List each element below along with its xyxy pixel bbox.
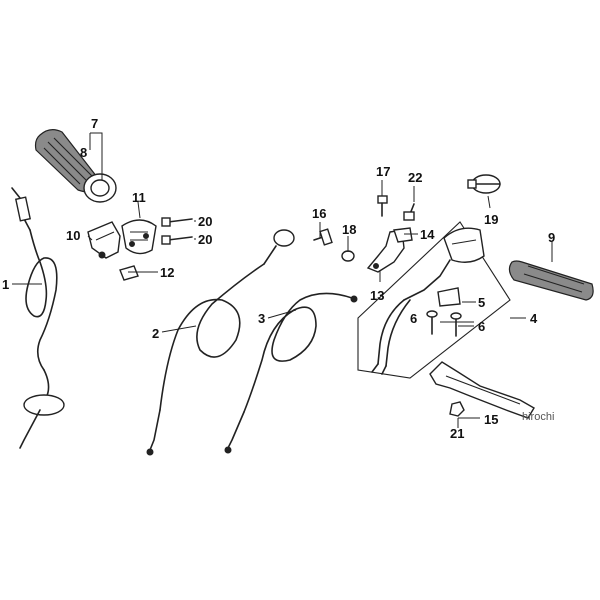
callout-20b: 20: [198, 232, 212, 247]
bolt-17: [377, 195, 388, 217]
callout-18: 18: [342, 222, 356, 237]
callout-22: 22: [408, 170, 422, 185]
leader-lines: [12, 180, 553, 428]
callout-6a: 6: [410, 311, 417, 326]
clamp-14: [393, 227, 413, 243]
throttle-housing-lower: [121, 219, 157, 255]
callout-7-leader: [89, 132, 103, 180]
callout-4: 4: [530, 311, 538, 326]
throttle-grip: [34, 129, 117, 203]
callout-15: 15: [484, 412, 498, 427]
callout-12: 12: [160, 265, 174, 280]
callout-1: 1: [2, 277, 9, 292]
nut-21: [449, 401, 465, 417]
cable-guide-12: [119, 265, 139, 281]
band-19: [467, 174, 501, 194]
callout-8: 8: [80, 145, 87, 160]
callout-6b: 6: [478, 319, 485, 334]
watermark: hirochi: [522, 411, 554, 423]
lever-15: [429, 361, 535, 419]
grip-9: [508, 260, 594, 301]
callout-11: 11: [132, 190, 146, 205]
callout-14: 14: [420, 227, 435, 242]
callout-13: 13: [370, 288, 384, 303]
callout-7: 7: [91, 116, 98, 131]
cable-3: [224, 292, 358, 454]
callout-16: 16: [312, 206, 326, 221]
callout-10: 10: [66, 228, 80, 243]
throttle-housing-screws: [161, 217, 193, 245]
lever-assembly-box: [357, 221, 511, 379]
throttle-cable: [11, 187, 65, 449]
lever-holder: [403, 227, 485, 301]
callout-2: 2: [152, 326, 159, 341]
switch-wires: [371, 299, 411, 375]
bolt-16: [313, 228, 333, 246]
callout-3: 3: [258, 311, 265, 326]
screws-6: [426, 310, 462, 337]
callout-19: 19: [484, 212, 498, 227]
callout-5: 5: [478, 295, 485, 310]
cable-2: [146, 229, 295, 456]
callout-20a: 20: [198, 214, 212, 229]
throttle-housing-upper: [87, 221, 121, 259]
callout-21: 21: [450, 426, 464, 441]
switch-5: [437, 287, 461, 307]
callout-17: 17: [376, 164, 390, 179]
washer-18: [341, 250, 355, 262]
bolt-22: [403, 203, 415, 221]
callout-9: 9: [548, 230, 555, 245]
